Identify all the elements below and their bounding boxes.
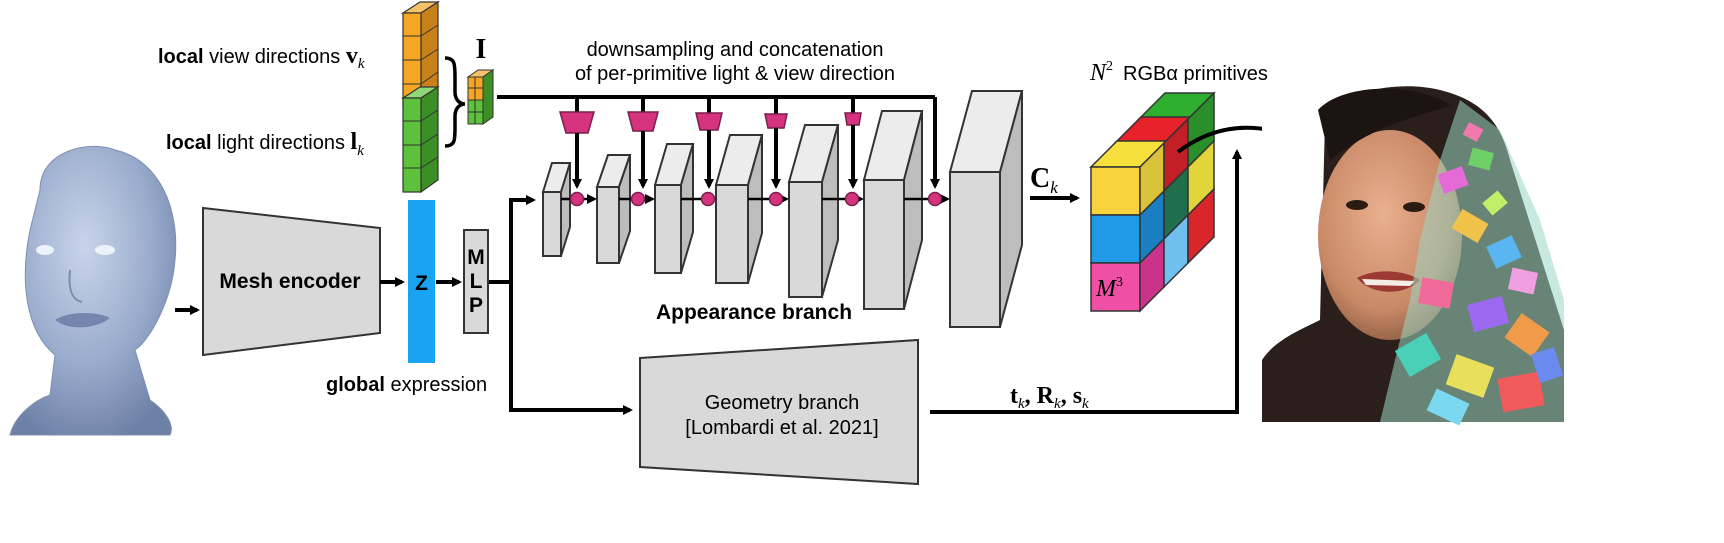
geometry-branch-label-line2: [Lombardi et al. 2021] bbox=[685, 417, 878, 439]
downsample-module-3 bbox=[695, 97, 723, 207]
downsample-module-1 bbox=[559, 97, 595, 207]
appearance-feature-block-4 bbox=[714, 134, 764, 284]
geometry-branch-block bbox=[639, 338, 919, 486]
mlp-letter-l: L bbox=[470, 270, 483, 293]
appearance-feature-block-6 bbox=[862, 110, 924, 310]
rendered-face-image bbox=[1262, 80, 1564, 426]
mesh-mouth bbox=[55, 313, 110, 328]
mesh-encoder-block bbox=[202, 206, 381, 357]
render-left-eye bbox=[1346, 200, 1368, 210]
downsample-module-6 bbox=[927, 97, 943, 207]
global-expression-label: global expression bbox=[326, 374, 487, 396]
downsample-module-5 bbox=[844, 97, 862, 207]
mlp-letter-m: M bbox=[467, 246, 485, 269]
curly-brace bbox=[444, 56, 466, 148]
appearance-feature-block-1 bbox=[541, 162, 572, 257]
mesh-head-image bbox=[9, 145, 177, 436]
appearance-feature-block-3 bbox=[653, 143, 695, 274]
appearance-feature-block-2 bbox=[595, 154, 632, 264]
mlp-letter-p: P bbox=[469, 294, 483, 317]
render-right-eye bbox=[1403, 202, 1425, 212]
mesh-left-eye bbox=[36, 245, 54, 255]
appearance-feature-block-5 bbox=[787, 124, 840, 298]
light-directions-label: local light directions lk bbox=[166, 129, 364, 159]
m3-label: M3 bbox=[1095, 275, 1123, 302]
view-direction-cube bbox=[400, 0, 441, 109]
image-i-label: I bbox=[476, 34, 487, 65]
appearance-branch-label: Appearance branch bbox=[656, 301, 852, 324]
view-directions-label: local view directions vk bbox=[158, 43, 365, 72]
appearance-feature-block-7 bbox=[948, 90, 1024, 328]
light-direction-cube bbox=[400, 85, 441, 194]
ck-label: Ck bbox=[1030, 163, 1058, 197]
latent-z-label: Z bbox=[415, 272, 428, 295]
latent-z-block bbox=[408, 200, 435, 363]
geometry-branch-label-line1: Geometry branch bbox=[705, 392, 860, 414]
arrow-mlp-to-appearance bbox=[489, 195, 536, 284]
downsample-module-2 bbox=[627, 97, 659, 207]
image-i-cube bbox=[466, 69, 495, 125]
mlp-block bbox=[463, 229, 489, 334]
downsampling-label-line1: downsampling and concatenation bbox=[587, 39, 884, 61]
arrow-geometry-to-output bbox=[930, 149, 1242, 414]
mesh-encoder-label: Mesh encoder bbox=[219, 270, 360, 293]
downsampling-label-line2: of per-primitive light & view direction bbox=[575, 63, 895, 85]
downsample-module-4 bbox=[764, 97, 788, 207]
geometry-output-label: tk, Rk, sk bbox=[1010, 383, 1089, 412]
mesh-right-eye bbox=[95, 245, 115, 255]
rgba-primitives-cube bbox=[1089, 91, 1216, 313]
arrow-mlp-to-geometry bbox=[509, 282, 633, 415]
